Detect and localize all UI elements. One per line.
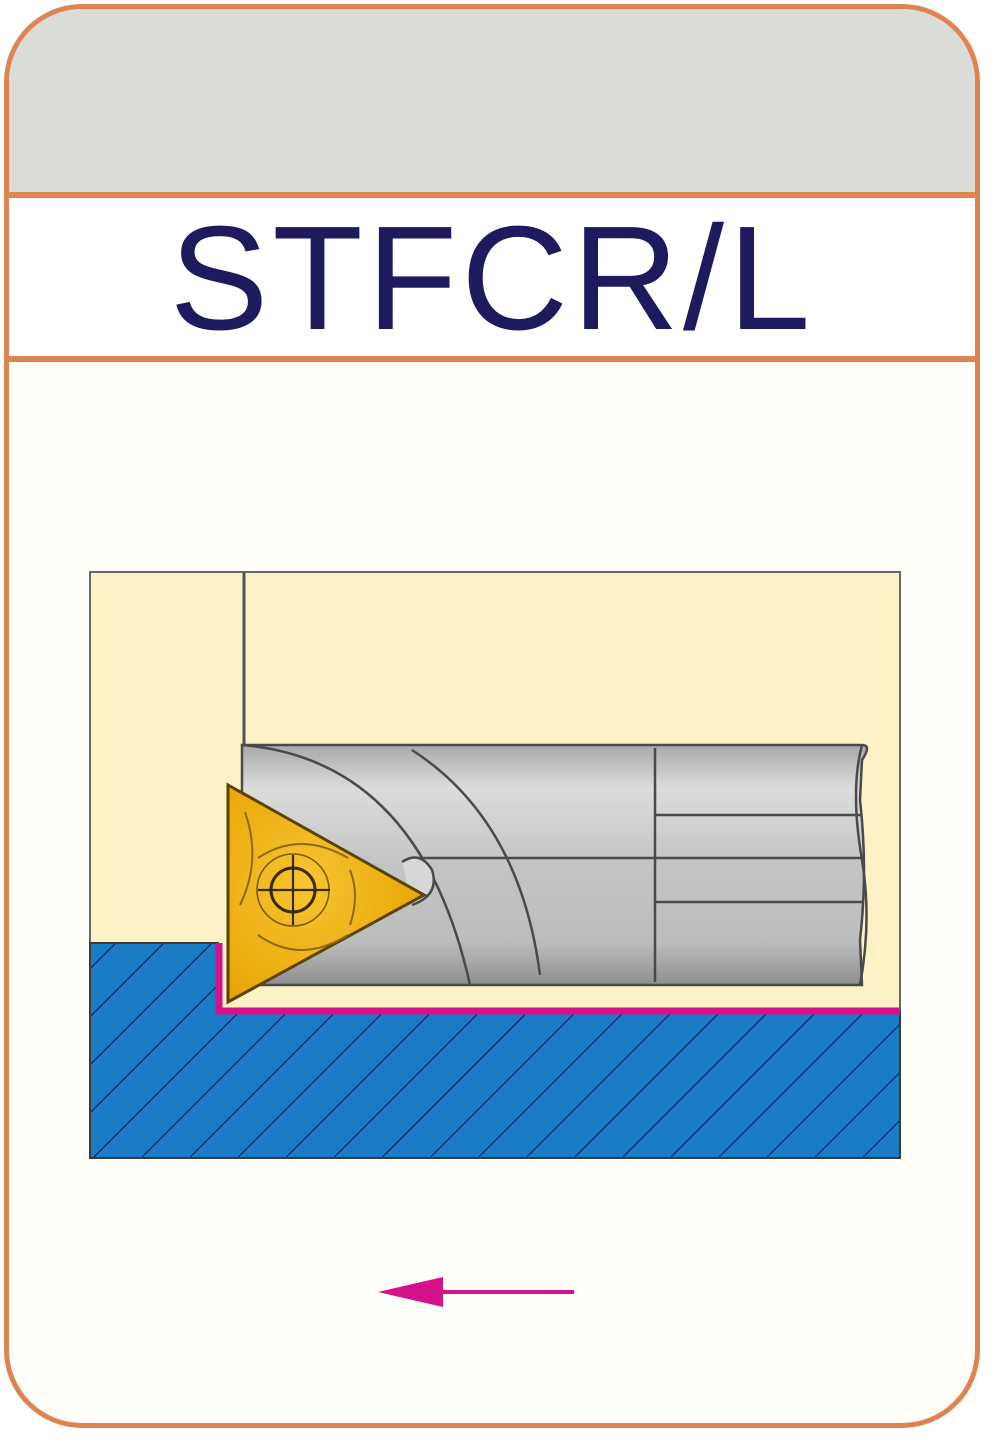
- title-band: STFCR/L: [9, 192, 975, 362]
- arrow-left-icon: [378, 1277, 574, 1307]
- header-band: [9, 9, 975, 192]
- cut-contour-line: [215, 943, 900, 1015]
- tool-shank: [240, 743, 869, 987]
- tool-code-title: STFCR/L: [169, 196, 815, 361]
- triangle-insert-icon: [226, 782, 428, 1005]
- screw-crosshair-icon: [256, 853, 330, 927]
